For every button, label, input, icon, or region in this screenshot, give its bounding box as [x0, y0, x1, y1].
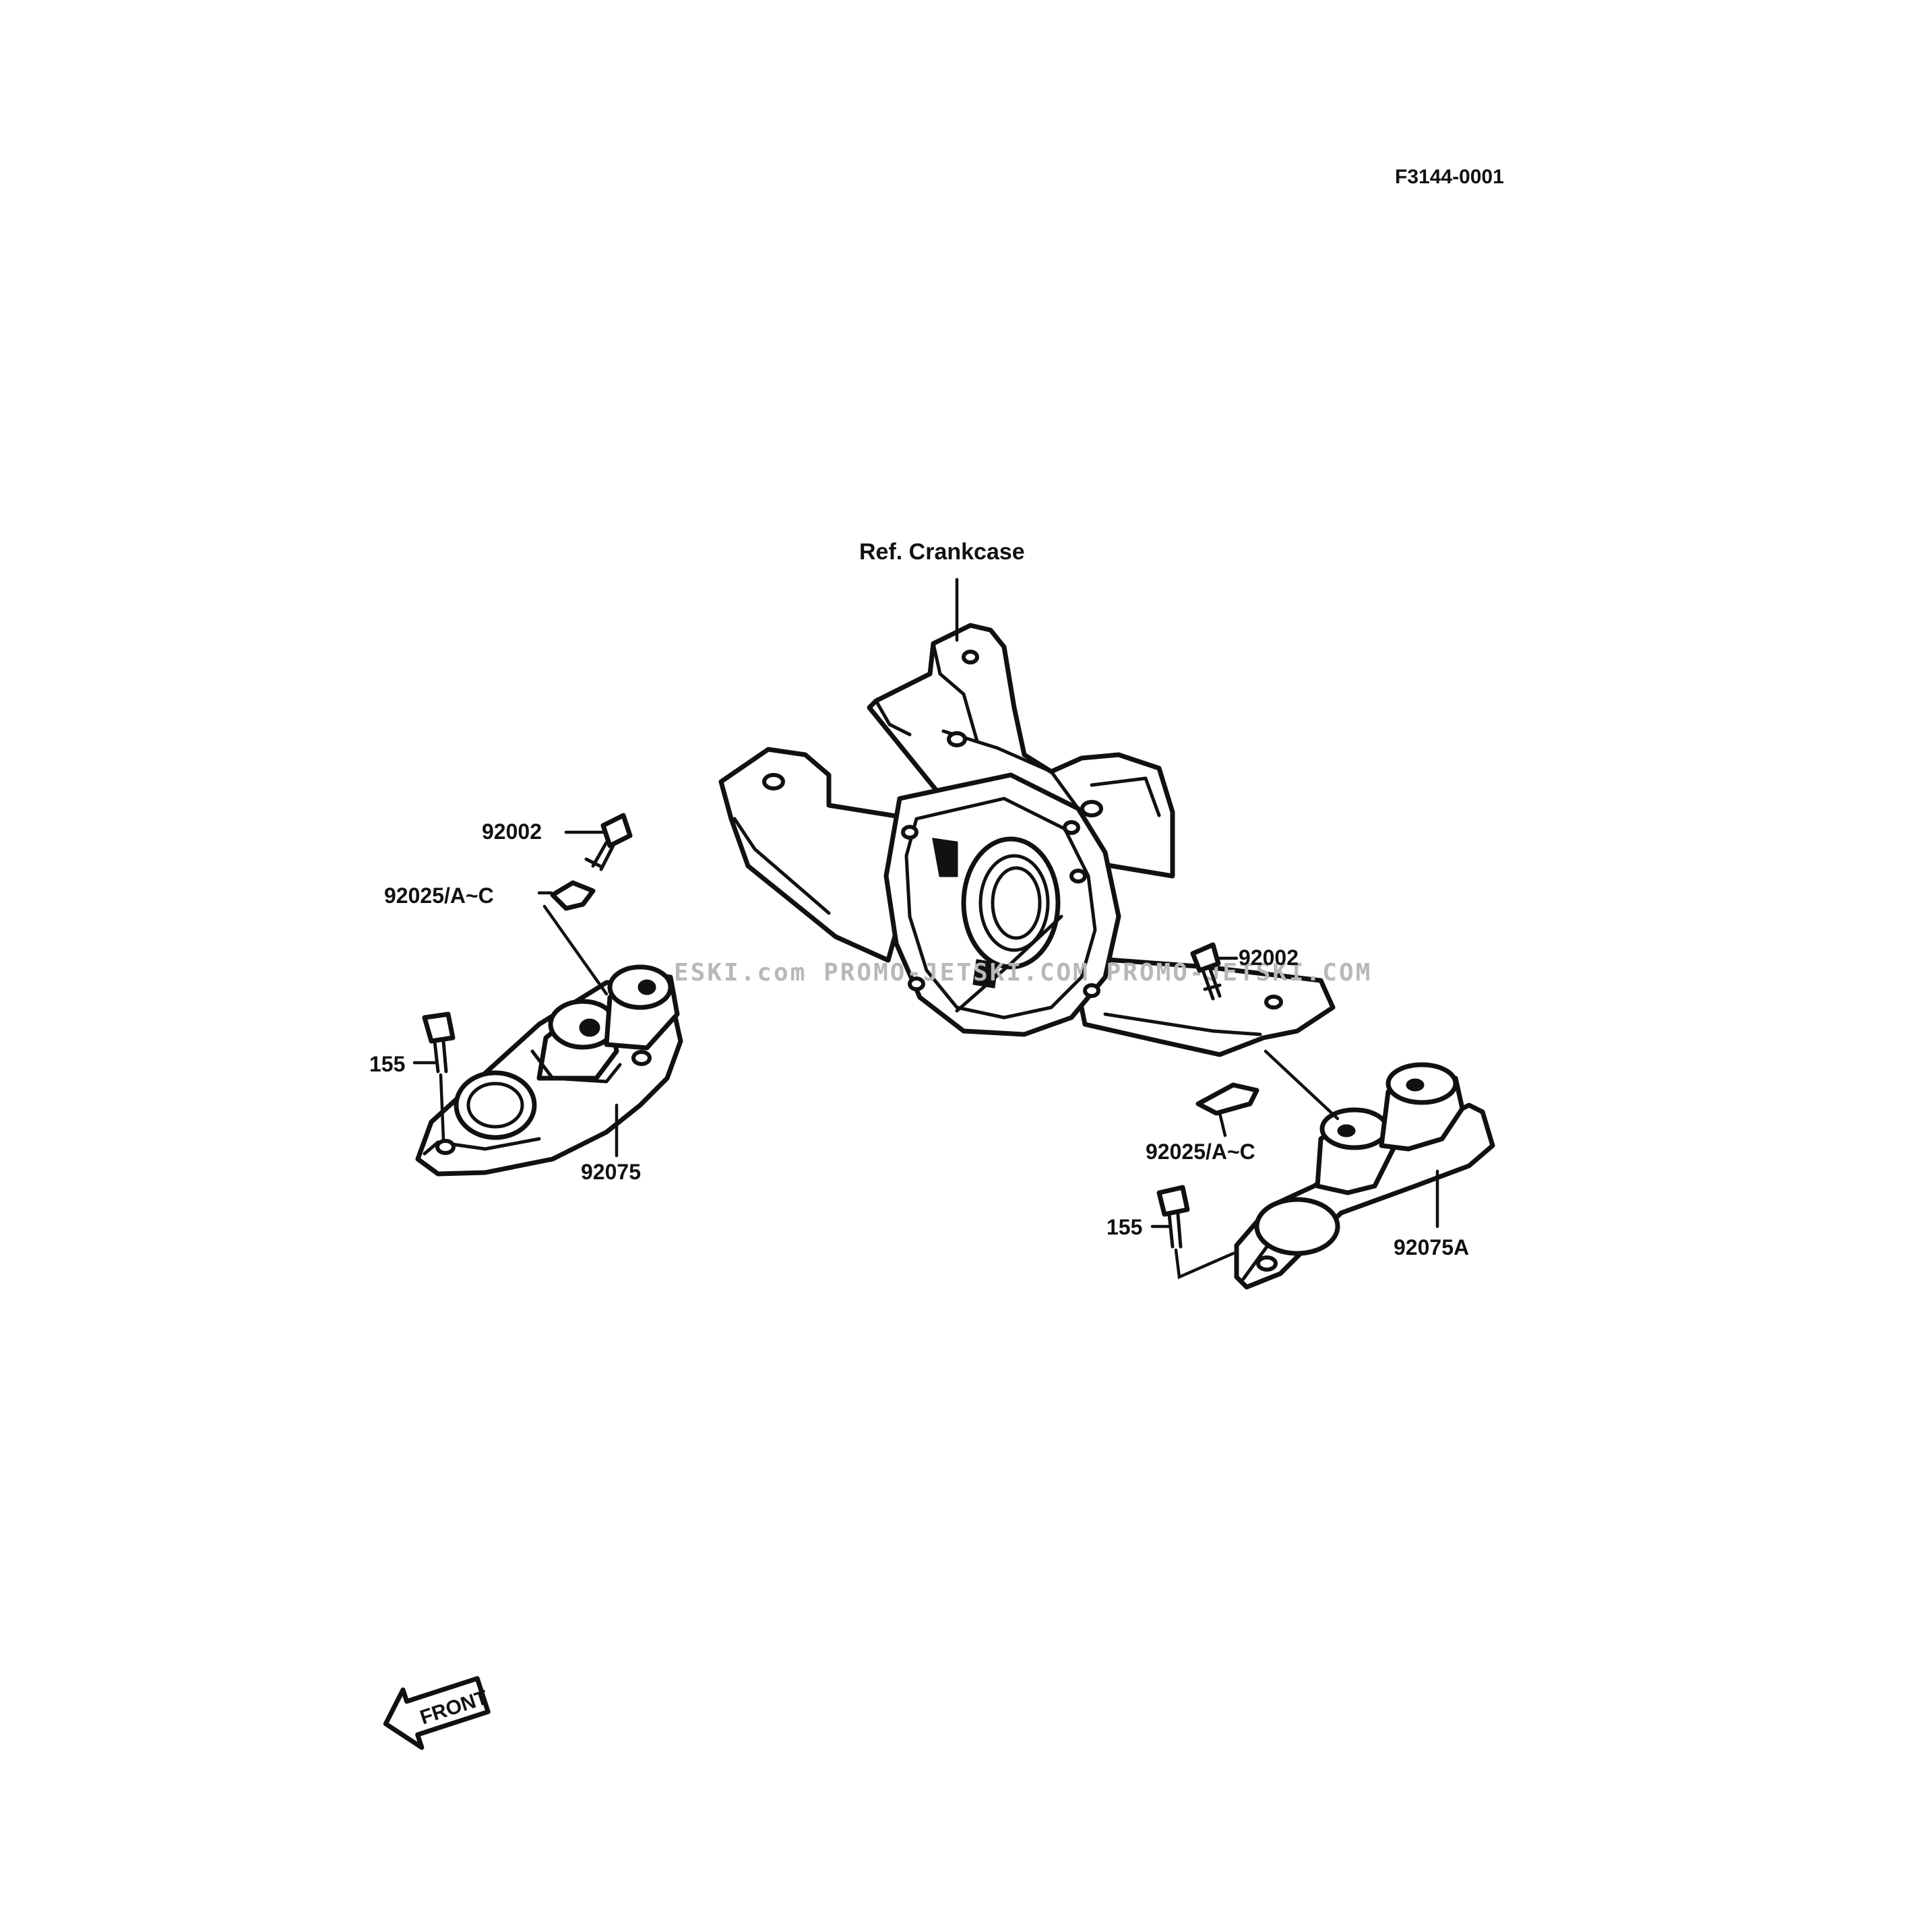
mount-left-label: 92075 [581, 1160, 641, 1184]
screw-left-label: 155 [369, 1052, 405, 1076]
engine-mount-left [415, 964, 683, 1177]
mount-right-label: 92075A [1394, 1235, 1469, 1259]
screw-right-leader2 [1174, 1248, 1235, 1280]
screw-right-label: 155 [1107, 1215, 1142, 1239]
shim-left-part [550, 880, 596, 911]
screw-left-leader2 [439, 1073, 445, 1141]
bolt-right-label: 92002 [1239, 945, 1299, 970]
bolt-92002-left [584, 813, 633, 871]
shim-right-part [1195, 1082, 1259, 1116]
figure-code: F3144-0001 [1395, 166, 1504, 188]
engine-mount-right [1234, 1062, 1495, 1290]
shim-right-label: 92025/A~C [1146, 1140, 1255, 1164]
crankcase-label: Ref. Crankcase [859, 539, 1025, 565]
watermark-text: ESKI.com PROMO-JETSKI.COM PROMO-JETSKI.C… [674, 959, 1372, 987]
front-arrow-icon: FRONT [383, 1676, 491, 1750]
shim-left-leader2 [542, 904, 609, 996]
crankcase-part [718, 623, 1336, 1057]
shim-left-label: 92025/A~C [384, 883, 494, 908]
screw-155-right [1156, 1185, 1190, 1249]
bolt-92002-right [1190, 942, 1222, 1001]
shim-right-leader [1218, 1111, 1227, 1138]
screw-155-left [422, 1011, 456, 1073]
shim-right-leader2 [1264, 1049, 1340, 1121]
bolt-left-label: 92002 [482, 819, 542, 844]
